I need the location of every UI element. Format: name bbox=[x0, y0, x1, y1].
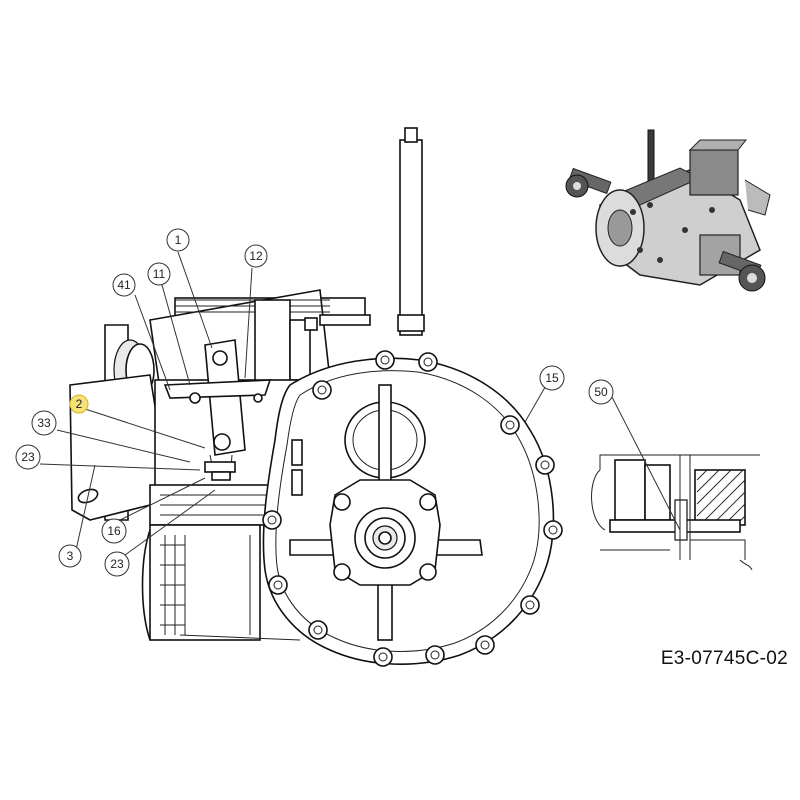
transmission-main-view bbox=[69, 127, 563, 667]
leader-lines bbox=[39, 251, 681, 556]
callout-15[interactable]: 15 bbox=[539, 365, 565, 391]
callout-1-label: 1 bbox=[175, 233, 182, 247]
callout-23-bottom-label: 23 bbox=[110, 557, 124, 571]
callout-23-left-label: 23 bbox=[21, 450, 35, 464]
callout-41[interactable]: 41 bbox=[112, 273, 136, 297]
drawing-number: E3-07745C-02 bbox=[660, 648, 788, 669]
callout-2-label: 2 bbox=[76, 397, 83, 411]
callout-41-label: 41 bbox=[117, 278, 131, 292]
callout-15-label: 15 bbox=[545, 371, 559, 385]
callout-16-label: 16 bbox=[107, 524, 121, 538]
hatch-block bbox=[696, 469, 746, 523]
callout-50-label: 50 bbox=[594, 385, 608, 399]
callout-11-label: 11 bbox=[153, 267, 166, 281]
callout-3[interactable]: 3 bbox=[58, 544, 82, 568]
callout-12-label: 12 bbox=[249, 249, 263, 263]
callout-2[interactable]: 2 bbox=[69, 394, 89, 414]
isometric-thumbnail bbox=[565, 129, 771, 292]
callout-3-label: 3 bbox=[67, 549, 74, 563]
callout-1[interactable]: 1 bbox=[166, 228, 190, 252]
callout-11[interactable]: 11 bbox=[147, 262, 171, 286]
housing-bolts bbox=[262, 350, 563, 667]
hub-left-icon bbox=[565, 174, 589, 198]
callout-50[interactable]: 50 bbox=[588, 379, 614, 405]
callout-23-left[interactable]: 23 bbox=[15, 444, 41, 470]
callout-33[interactable]: 33 bbox=[31, 410, 57, 436]
callout-23-bottom[interactable]: 23 bbox=[104, 551, 130, 577]
callout-16[interactable]: 16 bbox=[101, 518, 127, 544]
callout-12[interactable]: 12 bbox=[244, 244, 268, 268]
callout-33-label: 33 bbox=[37, 416, 51, 430]
detail-inset-50 bbox=[591, 454, 760, 571]
hub-right-icon bbox=[738, 264, 766, 292]
